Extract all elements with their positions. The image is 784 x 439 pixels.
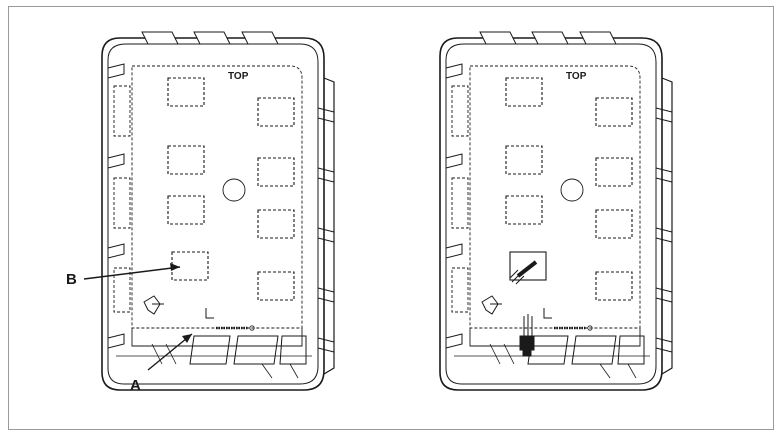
left-backbox xyxy=(100,30,336,392)
callout-b-arrowhead xyxy=(170,263,180,271)
cable-side-entry xyxy=(509,260,538,285)
callout-b: B xyxy=(66,271,77,288)
callout-b-leader xyxy=(83,266,181,280)
cable-gland-bottom xyxy=(519,314,535,357)
knockout-b-opened xyxy=(509,251,547,281)
callout-a: A xyxy=(130,377,141,394)
callout-a-arrowhead xyxy=(182,334,192,343)
top-marking-left: TOP xyxy=(228,71,249,82)
top-marking-right: TOP xyxy=(566,71,587,82)
figure-frame xyxy=(8,6,774,430)
callout-a-leader xyxy=(147,333,193,371)
knockout-b xyxy=(171,251,209,281)
right-backbox xyxy=(438,30,674,392)
